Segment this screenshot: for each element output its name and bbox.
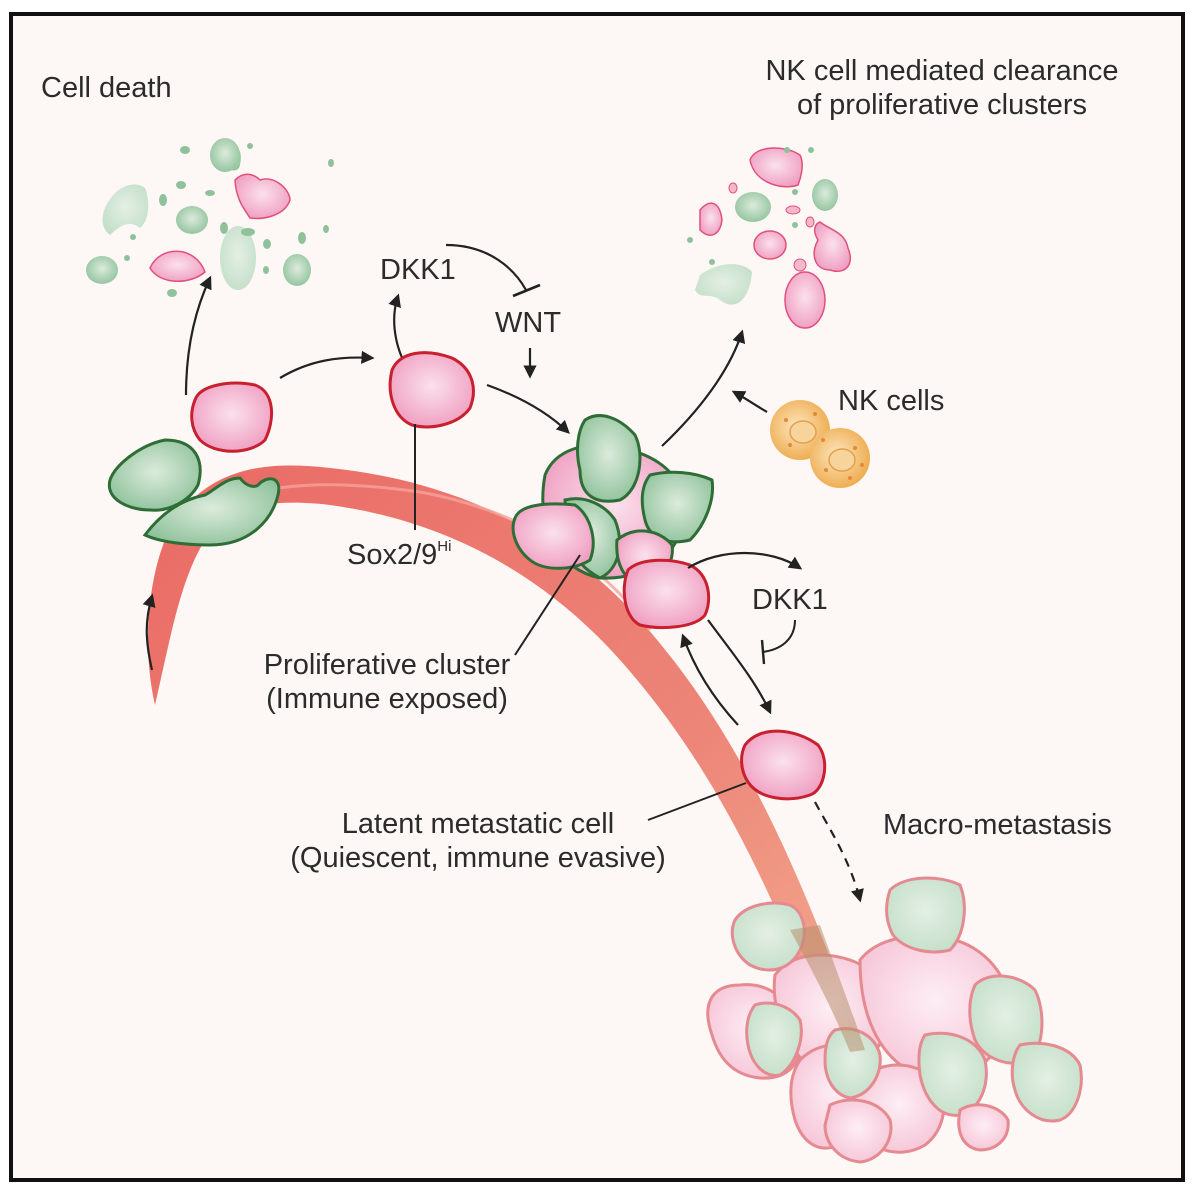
blood-vessel xyxy=(147,465,871,1076)
macro-metastasis xyxy=(706,876,1083,1164)
label-proliferative: Proliferative cluster (Immune exposed) xyxy=(222,648,552,716)
label-wnt: WNT xyxy=(495,307,562,339)
label-sox-main: Sox2/9 xyxy=(347,539,438,571)
tumor-cell-sox xyxy=(388,351,475,429)
label-nk-clearance: NK cell mediated clearance of proliferat… xyxy=(722,54,1162,122)
vessel-tail xyxy=(790,925,865,1052)
stromal-cell-left-1 xyxy=(107,438,202,512)
label-latent: Latent metastatic cell (Quiescent, immun… xyxy=(258,807,698,875)
inhibit-dkk1-right xyxy=(761,619,796,653)
label-nk-clearance-line2: of proliferative clusters xyxy=(796,89,1088,121)
label-cell-death: Cell death xyxy=(41,72,172,104)
latent-metastatic-cell xyxy=(740,729,827,801)
inhibit-bar-right xyxy=(760,639,766,665)
inhibit-dkk1-wnt xyxy=(445,243,527,291)
label-proliferative-line1: Proliferative cluster xyxy=(263,649,511,681)
label-dkk1-right: DKK1 xyxy=(752,584,828,616)
vessel-flow-arrow xyxy=(142,593,156,671)
label-macro-metastasis: Macro-metastasis xyxy=(883,809,1112,841)
label-latent-line1: Latent metastatic cell xyxy=(341,808,615,840)
cell-death-debris xyxy=(86,138,334,297)
label-proliferative-line2: (Immune exposed) xyxy=(266,683,508,715)
tumor-cell-left xyxy=(190,381,274,453)
label-nk-clearance-line1: NK cell mediated clearance xyxy=(765,55,1119,87)
arrow-down-to-latent xyxy=(707,619,772,715)
proliferative-leader-line xyxy=(514,554,581,656)
arrow-to-nk-clearance xyxy=(661,329,746,447)
arrow-to-cell-death xyxy=(184,275,212,396)
arrow-to-cluster xyxy=(486,383,570,434)
label-sox-superscript: Hi xyxy=(437,538,452,555)
label-dkk1-top: DKK1 xyxy=(380,254,456,286)
label-latent-line2: (Quiescent, immune evasive) xyxy=(290,842,666,874)
nk-clearance-debris xyxy=(687,147,851,329)
arrow-nk-cells xyxy=(731,390,768,413)
arrow-up-from-latent xyxy=(680,633,739,726)
inhibit-bar xyxy=(512,283,541,298)
arrow-to-sox-cell xyxy=(279,350,375,379)
proliferative-cluster xyxy=(511,414,715,587)
stromal-cell-left-2 xyxy=(142,476,281,547)
nk-cells xyxy=(770,400,870,488)
dashed-arrow-to-macro xyxy=(814,801,864,903)
tumor-cell-dkk1 xyxy=(622,558,711,630)
arrow-to-dkk1-right xyxy=(687,551,803,570)
label-nk-cells: NK cells xyxy=(838,385,945,417)
latent-leader-line xyxy=(647,782,747,821)
label-sox: Sox2/9Hi xyxy=(347,538,451,572)
